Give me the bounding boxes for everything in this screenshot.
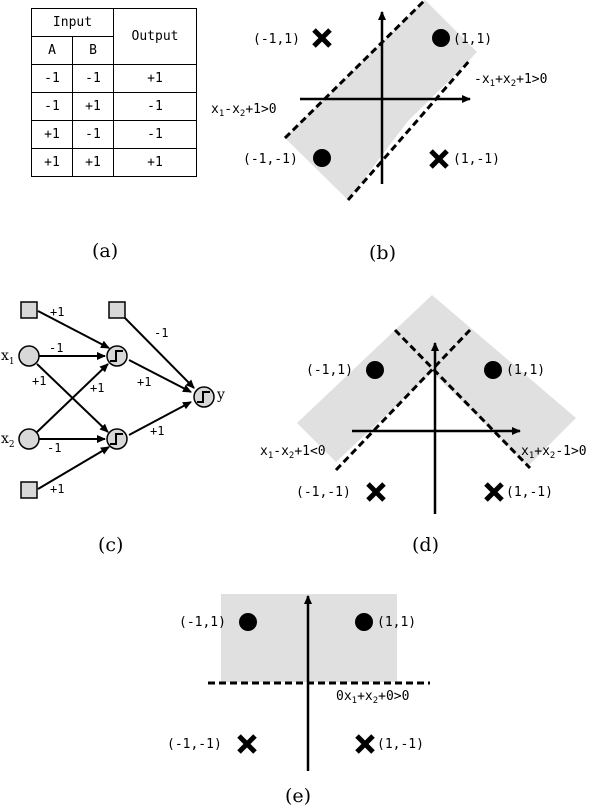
boundary-right: [393, 328, 532, 470]
weight-label: -1: [47, 441, 61, 455]
input-node-x2: [18, 428, 40, 450]
table-cell: +1: [113, 148, 197, 177]
bias-node: [108, 301, 126, 319]
table-row: -1 +1 -1: [31, 92, 197, 121]
label-point: (-1,-1): [167, 737, 222, 752]
table-cell: +1: [31, 120, 73, 149]
point-positive: [313, 149, 331, 167]
panel-c: x1 x2 y +1 -1 +1 +1 -1 +1 -1 +1 +1 (c): [1, 301, 225, 556]
weight-label: +1: [50, 305, 64, 319]
label-point: (1,-1): [506, 485, 553, 500]
table-row: -1 -1 +1: [31, 64, 197, 93]
table-cell: -1: [31, 92, 73, 121]
label-boundary: 0x1+x2+0>0: [336, 689, 409, 706]
point-negative-cross: [484, 482, 504, 502]
label-point: (1,1): [453, 32, 492, 47]
panel-e: (-1,1) (1,1) (-1,-1) (1,-1) 0x1+x2+0>0 (…: [167, 594, 430, 806]
edge-bias-h1: [37, 310, 110, 349]
caption-b: (b): [369, 242, 396, 264]
label-point: (-1,-1): [243, 152, 298, 167]
boundary-lower-right: [346, 59, 472, 201]
weight-label: -1: [154, 326, 168, 340]
point-positive: [366, 361, 384, 379]
bias-node: [20, 481, 38, 499]
caption-e: (e): [285, 785, 311, 806]
panel-d: (-1,1) (1,1) (-1,-1) (1,-1) x1-x2+1<0 x1…: [260, 295, 587, 556]
input-node-x1: [18, 345, 40, 367]
edge-x2-h1: [36, 363, 109, 433]
table-cell: +1: [31, 148, 73, 177]
point-positive: [239, 613, 257, 631]
step-function-icon: [110, 433, 123, 445]
label-point: (1,1): [506, 363, 545, 378]
label-x1: x1: [1, 348, 15, 367]
edge-h2-y: [128, 401, 192, 436]
edge-bias-out: [123, 316, 195, 389]
label-x2: x2: [1, 431, 15, 450]
point-negative-cross: [366, 482, 386, 502]
caption-a: (a): [92, 240, 119, 262]
point-negative-cross: [429, 149, 449, 169]
point-negative-cross: [312, 28, 332, 48]
label-boundary-right: x1+x2-1>0: [521, 444, 587, 461]
caption-d: (d): [412, 534, 439, 556]
label-point: (-1,-1): [296, 485, 351, 500]
point-positive: [355, 613, 373, 631]
table-row: +1 +1 +1: [31, 148, 197, 177]
label-point: (-1,1): [179, 615, 226, 630]
point-negative-cross: [237, 734, 257, 754]
weight-label: +1: [90, 381, 104, 395]
weight-label: +1: [32, 374, 46, 388]
step-function-icon: [197, 391, 210, 403]
weight-label: +1: [50, 482, 64, 496]
label-boundary-upper: -x1+x2+1>0: [474, 72, 547, 89]
point-positive: [484, 361, 502, 379]
truth-table: Input Output A B -1 -1 +1 -1 +1 -1 +1 -1…: [31, 8, 197, 177]
label-y: y: [216, 387, 225, 403]
edge-bias-h2: [37, 446, 110, 490]
point-negative-cross: [355, 734, 375, 754]
step-function-icon: [110, 350, 123, 362]
label-point: (-1,1): [253, 32, 300, 47]
header-input: Input: [31, 8, 114, 37]
table-cell: -1: [72, 64, 114, 93]
label-point: (1,1): [377, 615, 416, 630]
label-point: (1,-1): [453, 152, 500, 167]
label-point: (1,-1): [377, 737, 424, 752]
weight-label: +1: [137, 375, 151, 389]
table-cell: +1: [72, 148, 114, 177]
panel-b: (-1,1) (1,1) (-1,-1) (1,-1) -x1+x2+1>0 x…: [211, 0, 547, 264]
bias-node: [20, 301, 38, 319]
header-output: Output: [113, 8, 197, 65]
label-boundary-lower: x1-x2+1>0: [211, 102, 277, 119]
region-d: [297, 295, 576, 466]
edge-h1-y: [128, 359, 192, 393]
weight-label: -1: [49, 341, 63, 355]
label-point: (-1,1): [306, 363, 353, 378]
table-cell: +1: [113, 64, 197, 93]
weight-label: +1: [150, 424, 164, 438]
point-positive: [432, 29, 450, 47]
label-boundary-left: x1-x2+1<0: [260, 444, 326, 461]
caption-c: (c): [98, 534, 123, 556]
